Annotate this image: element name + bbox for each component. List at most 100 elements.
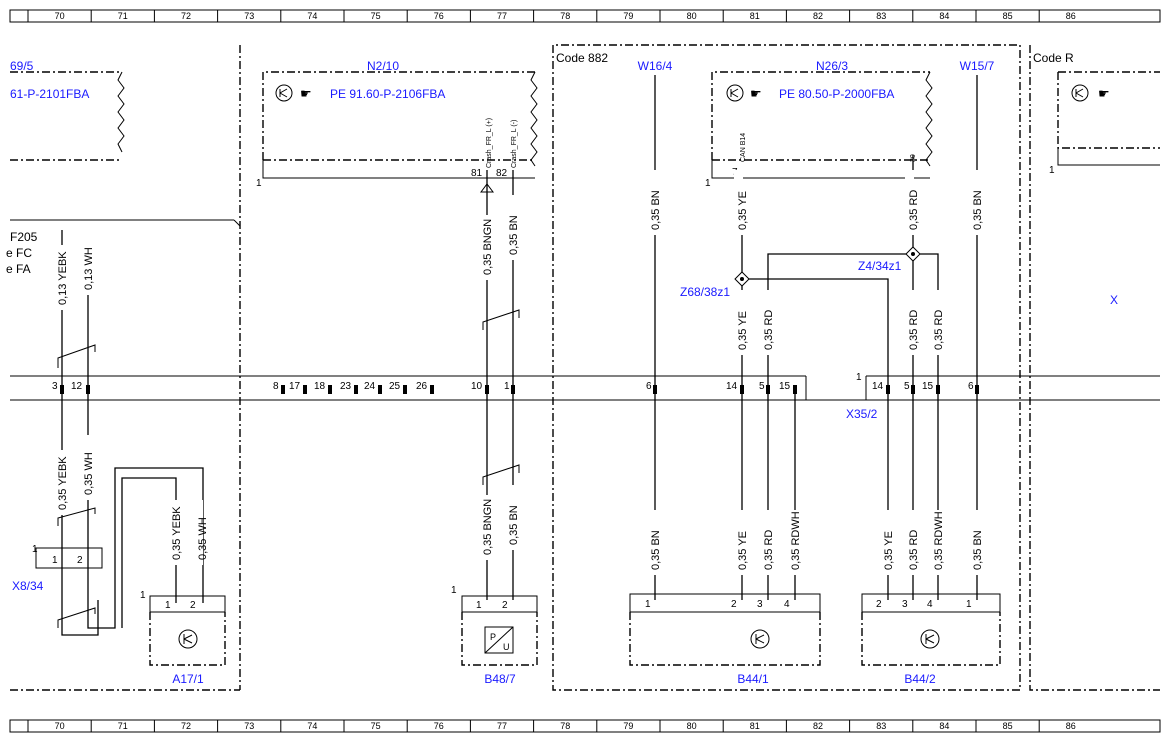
connector-pin-mark [430,385,434,394]
connector-pin-mark [354,385,358,394]
n2-10-connector [262,160,535,179]
ruler-column-label: 73 [244,11,254,21]
wire-label: 0,35 RD [763,310,775,350]
a17-1-connector [149,595,226,613]
ruler-column-label: 80 [687,721,697,731]
z68-label: Z68/38z1 [680,285,730,299]
wire-label: 0,35 YE [737,191,749,230]
x8-34-label: X8/34 [12,579,44,593]
wire-label-bg [54,450,63,515]
connector-pin-label: 1 [504,381,510,392]
connector-pin-mark [303,385,307,394]
wire-label: 0,13 YEBK [57,251,69,305]
n2-10-break [530,71,538,167]
b44-2-pin-1: 1 [966,599,972,610]
ruler-column-label: 71 [118,721,128,731]
left-text-fa: e FA [6,262,31,276]
wire-label-bg [930,290,939,355]
ruler-column-label: 86 [1066,11,1076,21]
wire-label-bg [505,485,514,550]
transistor-icon [275,84,293,102]
x-mark-label: X [1110,293,1118,307]
left-text-f205: F205 [10,230,38,244]
ruler-column-label: 81 [750,11,760,21]
n2-10-ref: PE 91.60-P-2106FBA [330,87,445,101]
left-unit-break [117,71,125,153]
ruler-column-label: 73 [244,721,254,731]
splice-dot [911,252,915,256]
wire-label: 0,35 RD [908,530,920,570]
n26-3-ref: PE 80.50-P-2000FBA [779,87,894,101]
ruler-column-label: 76 [434,11,444,21]
twist-mark [57,607,96,628]
ruler-column-label: 72 [181,11,191,21]
n26-3-break [925,71,933,167]
wire-label-bg [80,230,89,295]
wire-label: 0,35 RDWH [790,511,802,570]
connector-pin-label: 26 [416,381,428,392]
wire-label: 0,35 BN [508,505,520,545]
connector-pin-label: 14 [726,381,738,392]
x35-2-band [865,375,1160,400]
wire-ye-cross [742,278,889,600]
b44-1-pin-4: 4 [784,599,790,610]
n26-3-pin-can: CAN B14 [740,133,747,162]
ruler-column-label: 82 [813,721,823,731]
connector-pin-label: 6 [646,381,652,392]
sensor-u: U [503,642,510,652]
ruler-column-label: 74 [307,721,317,731]
wire-label: 0,35 RDWH [933,511,945,570]
a17-1-box [149,612,226,666]
wire-rd-cross [767,253,939,600]
ruler-column-label: 84 [939,721,949,731]
ruler-column-label: 79 [623,721,633,731]
connector-pin-label: 15 [922,381,934,392]
twist-mark [482,464,520,485]
wire-label: 0,35 WH [83,452,95,495]
connector-pin-label: 15 [779,381,791,392]
wire-label: 0,35 YEBK [57,456,69,510]
connector-pin-label: 5 [759,381,765,392]
ruler-column-label: 81 [750,721,760,731]
a17-1-pin-1: 1 [140,590,146,601]
wire-label: 0,35 BN [972,190,984,230]
x8-34-connector [35,547,103,569]
n2-10-label: N2/10 [367,59,399,73]
ruler-column-label: 79 [623,11,633,21]
connector-pin-label: 6 [968,381,974,392]
ruler-column-label: 80 [687,11,697,21]
ruler-column-label: 82 [813,11,823,21]
n2-10-pin-82: 82 [496,168,508,179]
code-882-label: Code 882 [556,51,608,65]
ruler-column-label: 70 [55,721,65,731]
wire-label-bg [880,510,889,575]
b48-7-pin-1-inner: 1 [476,600,482,611]
wire-label-bg [760,290,769,355]
wire-label-bg [969,170,978,235]
transistor-icon [1071,84,1089,102]
connector-pin-label: 18 [314,381,326,392]
n2-10-pin-crash-neg: Crash_FR_L (-) [511,120,518,168]
left-text-fc: e FC [6,246,32,260]
twist-mark [57,344,96,368]
b44-2-pin-4: 4 [927,599,933,610]
transistor-icon [178,629,198,649]
ruler-column-label: 85 [1003,721,1013,731]
n2-10-pin-81: 81 [471,168,483,179]
transistor-icon [920,629,940,649]
ruler-column-label: 76 [434,721,444,731]
b44-1-pin-3: 3 [757,599,763,610]
code-r-unit-box [1057,71,1160,149]
wire-label-bg [505,195,514,260]
w15-7-label: W15/7 [960,59,995,73]
wire-label-bg [905,290,914,355]
ruler-column-label: 74 [307,11,317,21]
wire-label-bg [168,500,177,565]
wire-label: 0,13 WH [83,247,95,290]
b44-2-pin-2: 2 [876,599,882,610]
ruler-column-label: 71 [118,11,128,21]
code-r-label: Code R [1033,51,1074,65]
wire-label: 0,35 WH [197,517,209,560]
